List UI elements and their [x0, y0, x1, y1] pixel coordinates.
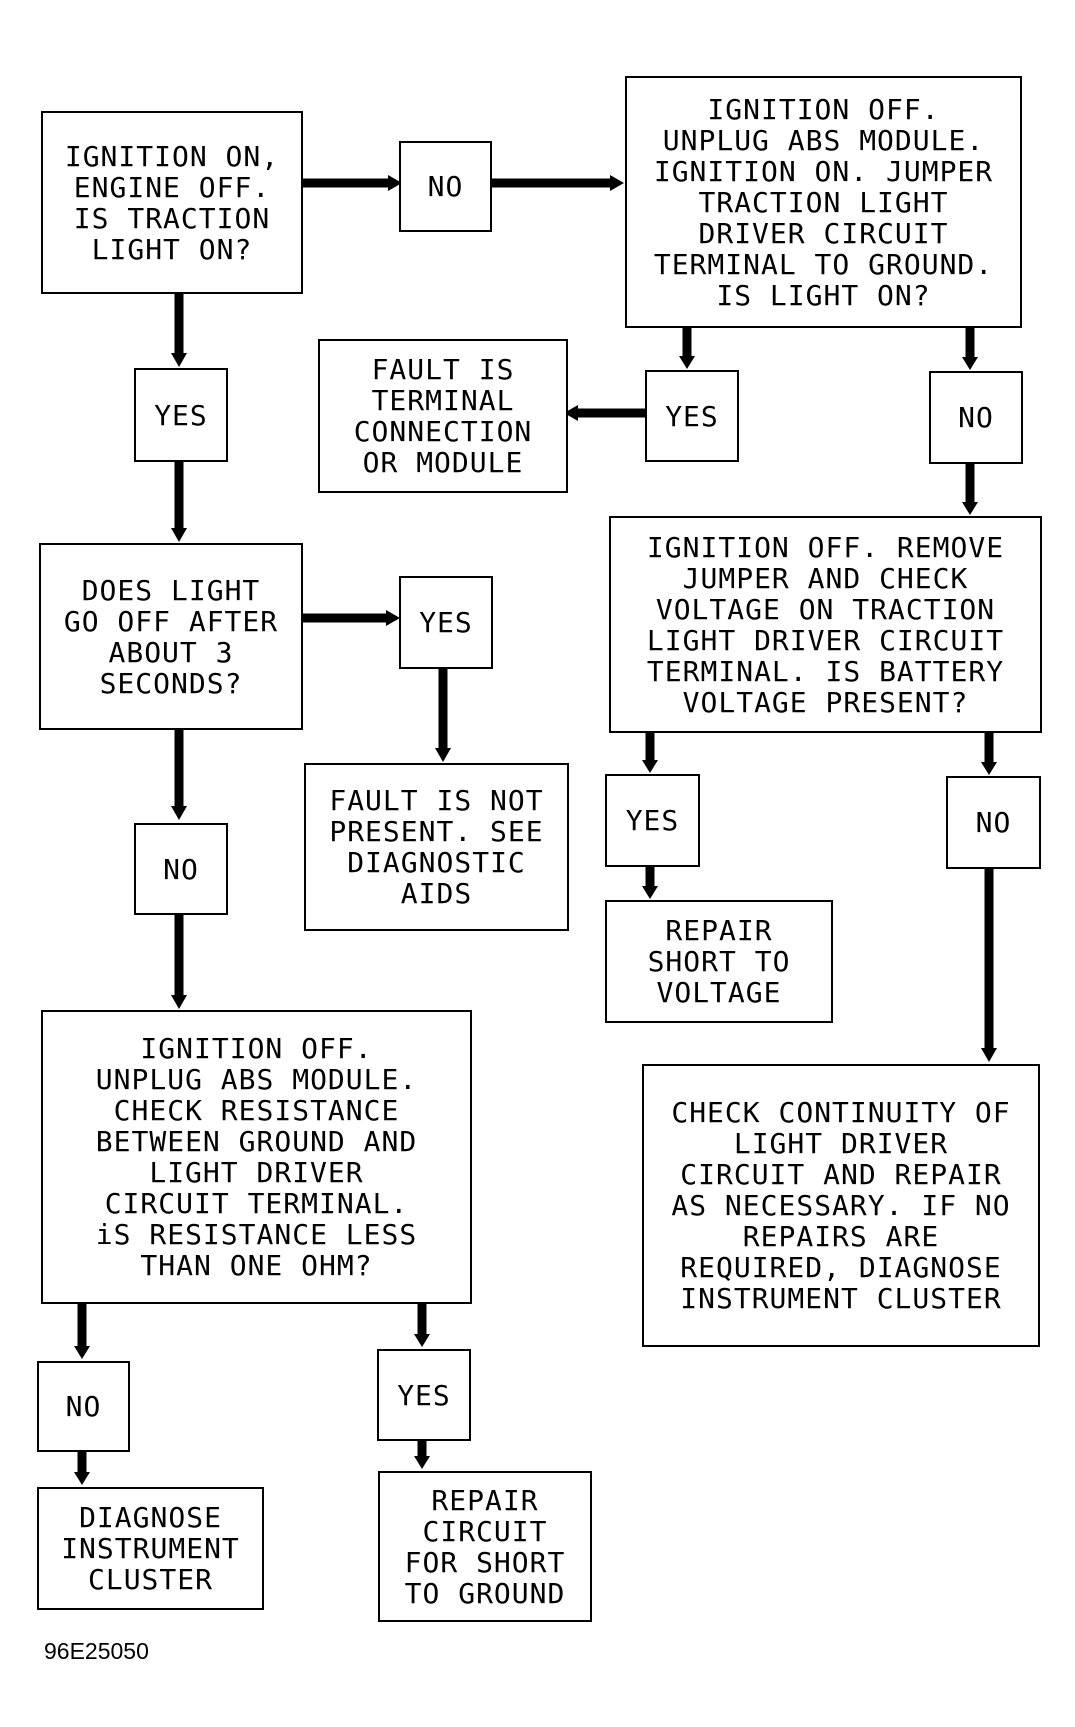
result-repair-circuit-short-to-ground: REPAIR CIRCUIT FOR SHORT TO GROUND — [378, 1471, 592, 1622]
answer-no-jumper-text: NO — [958, 401, 994, 434]
result-repair-circuit-short-to-ground-text: REPAIR CIRCUIT FOR SHORT TO GROUND — [404, 1483, 566, 1610]
question-light-goes-off: DOES LIGHT GO OFF AFTER ABOUT 3 SECONDS? — [39, 543, 303, 730]
question-jumper-light-on-text: IGNITION OFF. UNPLUG ABS MODULE. IGNITIO… — [653, 92, 994, 312]
arrowhead — [679, 356, 695, 369]
arrowhead — [74, 1472, 90, 1485]
arrowhead — [564, 405, 578, 421]
arrowhead — [962, 357, 978, 370]
answer-yes-jumper-text: YES — [665, 399, 719, 433]
arrowhead — [610, 175, 624, 191]
answer-no-light-on-text: NO — [427, 170, 464, 203]
answer-no-resistance: NO — [37, 1361, 130, 1452]
arrowhead — [962, 502, 978, 515]
arrowhead — [642, 760, 658, 773]
question-jumper-light-on: IGNITION OFF. UNPLUG ABS MODULE. IGNITIO… — [625, 76, 1022, 328]
result-fault-terminal-connection: FAULT IS TERMINAL CONNECTION OR MODULE — [318, 339, 568, 493]
answer-yes-resistance: YES — [377, 1349, 471, 1441]
answer-yes-goes-off: YES — [399, 576, 493, 669]
figure-code: 96E25050 — [44, 1638, 149, 1664]
answer-no-light-on: NO — [399, 141, 492, 232]
question-battery-voltage-present-text: IGNITION OFF. REMOVE JUMPER AND CHECK VO… — [646, 530, 1005, 719]
question-battery-voltage-present: IGNITION OFF. REMOVE JUMPER AND CHECK VO… — [609, 516, 1042, 733]
answer-yes-goes-off-text: YES — [419, 606, 473, 639]
result-diagnose-instrument-cluster: DIAGNOSE INSTRUMENT CLUSTER — [37, 1487, 264, 1610]
answer-yes-voltage: YES — [605, 774, 700, 867]
answer-no-goes-off: NO — [134, 823, 228, 915]
result-check-continuity: CHECK CONTINUITY OF LIGHT DRIVER CIRCUIT… — [642, 1064, 1040, 1347]
result-diagnose-instrument-cluster-text: DIAGNOSE INSTRUMENT CLUSTER — [61, 1501, 240, 1596]
answer-yes-resistance-text: YES — [397, 1378, 451, 1412]
answer-yes-light-on: YES — [134, 368, 228, 462]
question-resistance-less-than-one-ohm-text: IGNITION OFF. UNPLUG ABS MODULE. CHECK R… — [95, 1032, 418, 1282]
arrowhead — [981, 1048, 997, 1062]
question-traction-light-on: IGNITION ON, ENGINE OFF. IS TRACTION LIG… — [41, 111, 303, 294]
result-fault-not-present: FAULT IS NOT PRESENT. SEE DIAGNOSTIC AID… — [304, 763, 569, 931]
arrowhead — [171, 995, 187, 1009]
arrowhead — [414, 1334, 430, 1347]
answer-yes-jumper: YES — [645, 370, 739, 462]
arrowhead — [981, 762, 997, 775]
question-traction-light-on-text: IGNITION ON, ENGINE OFF. IS TRACTION LIG… — [64, 139, 280, 266]
result-repair-short-to-voltage: REPAIR SHORT TO VOLTAGE — [605, 900, 833, 1023]
answer-no-voltage-text: NO — [975, 806, 1012, 839]
result-fault-terminal-connection-text: FAULT IS TERMINAL CONNECTION OR MODULE — [353, 353, 533, 479]
answer-no-resistance-text: NO — [65, 1390, 102, 1423]
answer-no-jumper: NO — [929, 371, 1023, 464]
arrowhead — [388, 175, 402, 191]
result-fault-not-present-text: FAULT IS NOT PRESENT. SEE DIAGNOSTIC AID… — [329, 784, 544, 910]
arrowhead — [171, 806, 187, 820]
arrowhead — [171, 353, 187, 367]
arrowhead — [642, 886, 658, 899]
arrowhead — [435, 748, 451, 762]
question-light-goes-off-text: DOES LIGHT GO OFF AFTER ABOUT 3 SECONDS? — [63, 573, 279, 700]
arrowhead — [414, 1456, 430, 1469]
result-check-continuity-text: CHECK CONTINUITY OF LIGHT DRIVER CIRCUIT… — [671, 1096, 1011, 1315]
arrowhead — [171, 528, 187, 542]
arrowhead — [386, 610, 400, 626]
answer-no-voltage: NO — [946, 776, 1041, 869]
question-resistance-less-than-one-ohm: IGNITION OFF. UNPLUG ABS MODULE. CHECK R… — [41, 1010, 472, 1304]
answer-yes-voltage-text: YES — [625, 804, 680, 837]
answer-no-goes-off-text: NO — [163, 852, 199, 886]
result-repair-short-to-voltage-text: REPAIR SHORT TO VOLTAGE — [647, 914, 791, 1009]
arrowhead — [74, 1346, 90, 1359]
answer-yes-light-on-text: YES — [154, 398, 208, 432]
